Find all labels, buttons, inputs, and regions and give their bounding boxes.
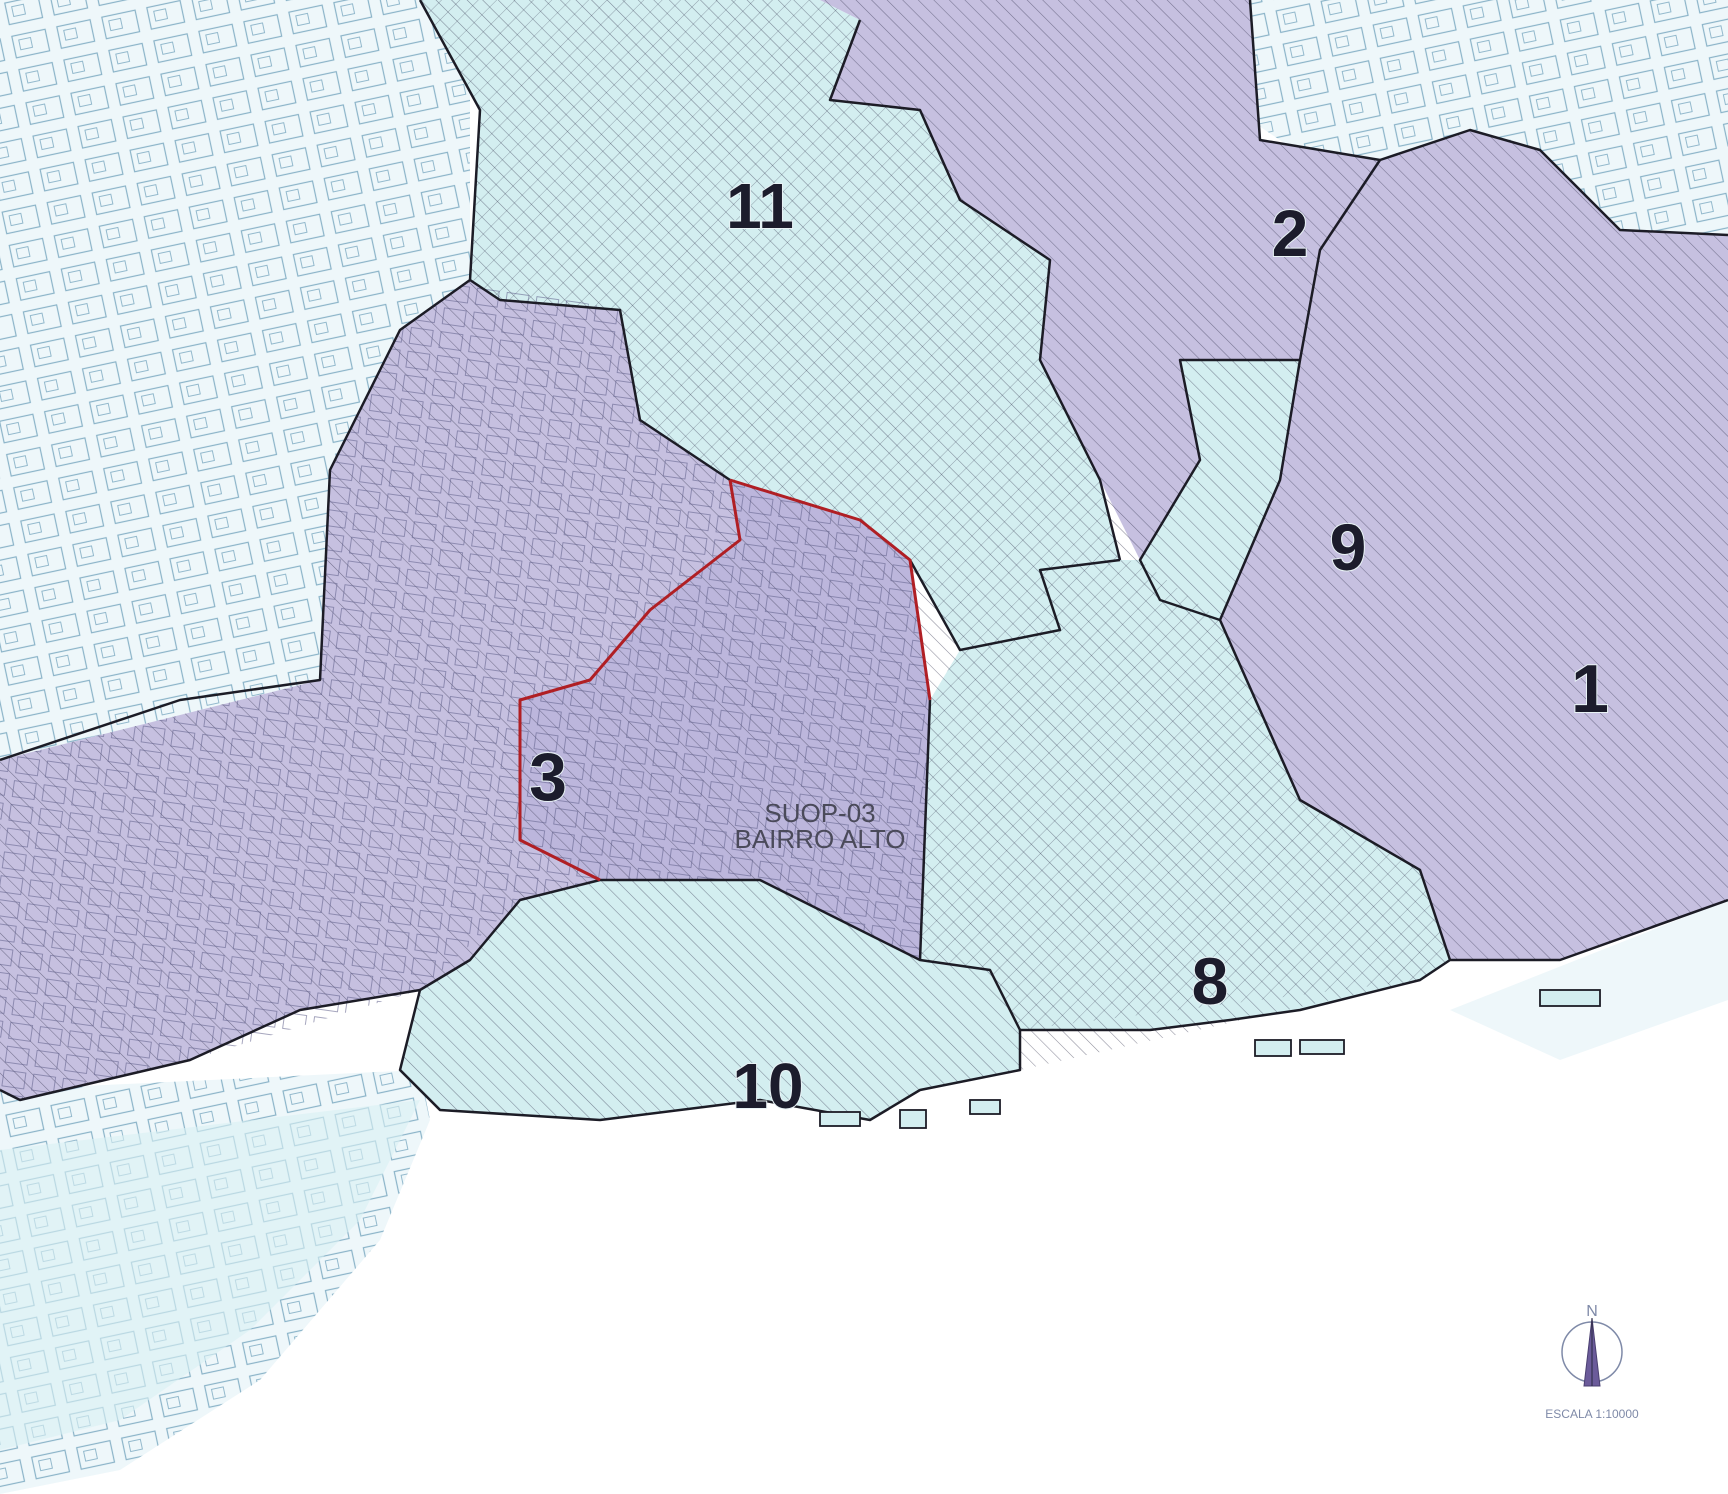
zone-label-10: 10 [732,1050,803,1122]
suop-03-label: SUOP-03 BAIRRO ALTO [735,798,906,854]
scale-label: ESCALA 1:10000 [1545,1407,1639,1421]
border-11-3 [469,278,731,482]
border-9-1 [1218,359,1452,961]
border-suop-8 [918,699,932,961]
border-11-2 [828,19,1122,561]
border-1-north [1379,128,1728,237]
suop-03-name: BAIRRO ALTO [735,824,906,854]
border-2-9 [1138,0,1382,622]
suop-03-boundary [518,478,932,882]
waterfront-east [1450,900,1728,1060]
hatching [0,0,1728,1120]
zone-label-3: 3 [529,739,567,815]
north-label: N [1586,1303,1598,1320]
waterfront-strip [0,1100,420,1450]
zone-labels: 11 2 9 1 3 8 10 [528,169,1610,1123]
zone-label-9: 9 [1330,510,1367,584]
border-3-10 [419,878,1022,1031]
outer-boundary [0,0,1728,1122]
waterfront-piers [819,989,1601,1129]
north-arrow-icon: N [1561,1303,1623,1387]
zone-borders [0,0,1728,1122]
zone-label-11: 11 [726,170,794,242]
zone-label-1: 1 [1571,651,1609,727]
suop-03-code: SUOP-03 [764,798,875,828]
zone-label-8: 8 [1192,944,1229,1018]
zone-label-2: 2 [1272,196,1309,270]
urban-fabric-northwest-streets [0,0,470,760]
